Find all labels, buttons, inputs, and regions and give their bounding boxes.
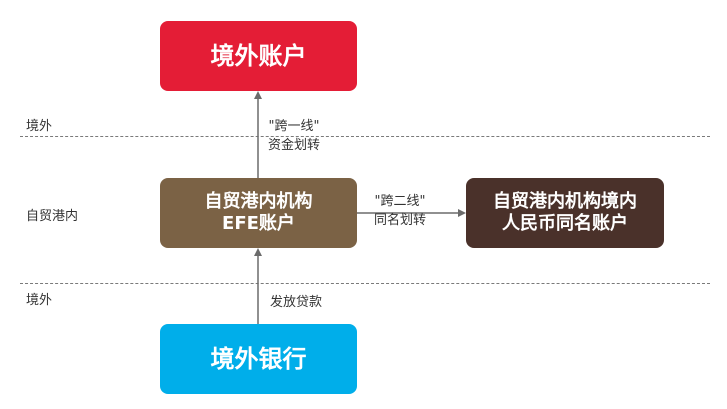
flow-label-loan-1: 发放贷款 <box>270 295 323 310</box>
box-offshore-bank-label: 境外银行 <box>210 345 307 373</box>
flow-label-first-line-1: "跨一线" <box>268 119 320 134</box>
flow-label-second-line-2: 同名划转 <box>374 212 427 228</box>
divider-bottom <box>20 283 710 284</box>
flow-label-loan: 发放贷款 <box>270 294 322 313</box>
box-offshore-account-label: 境外账户 <box>210 42 307 70</box>
box-efe-account-line1: 自贸港内机构 <box>204 190 313 212</box>
flow-label-first-line-2: 资金划转 <box>268 137 321 153</box>
divider-top <box>20 136 710 137</box>
zone-label-offshore-top: 境外 <box>26 119 53 134</box>
box-domestic-rmb-account-line2: 人民币同名账户 <box>502 213 628 234</box>
box-domestic-rmb-account-line1: 自贸港内机构境内 <box>493 190 637 212</box>
box-efe-account-line2: EFE账户 <box>222 213 295 234</box>
box-offshore-bank: 境外银行 <box>160 324 357 394</box>
flow-label-first-line: "跨一线" 资金划转 <box>268 118 320 156</box>
zone-label-offshore-bottom: 境外 <box>26 293 53 308</box>
box-efe-account: 自贸港内机构 EFE账户 <box>160 178 357 248</box>
flow-label-second-line: "跨二线" 同名划转 <box>374 193 426 231</box>
box-offshore-account: 境外账户 <box>160 21 357 91</box>
zone-label-free-trade-port: 自贸港内 <box>26 209 79 224</box>
flow-label-second-line-1: "跨二线" <box>374 194 426 209</box>
box-domestic-rmb-account: 自贸港内机构境内 人民币同名账户 <box>466 178 664 248</box>
